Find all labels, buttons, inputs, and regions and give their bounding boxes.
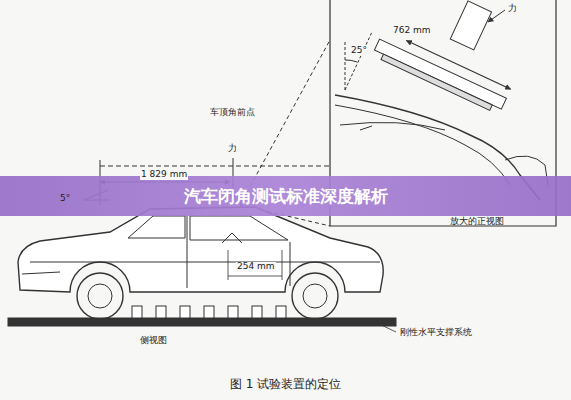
caption: 图 1 试验装置的定位	[0, 376, 571, 393]
angle-arc	[345, 60, 357, 62]
windshield-edge	[335, 105, 510, 185]
steering-wheel	[222, 233, 242, 243]
support-post	[204, 306, 214, 318]
dimension-line	[228, 250, 282, 280]
leader-line	[375, 322, 396, 332]
car-body	[18, 207, 383, 292]
support-post	[276, 306, 286, 318]
loading-plate	[372, 30, 511, 115]
support-post	[180, 306, 190, 318]
support-platform	[8, 318, 396, 326]
support-post	[156, 306, 166, 318]
mirror	[340, 122, 445, 130]
support-post	[228, 306, 238, 318]
hub	[88, 284, 112, 308]
force-ram	[450, 1, 491, 50]
angle-label: 5°	[60, 194, 70, 204]
force-arrow	[488, 10, 505, 22]
title: 汽车闭角测试标准深度解析	[0, 176, 571, 216]
wheel	[77, 273, 123, 319]
support-posts	[132, 306, 286, 318]
dimension-label: 1 829 mm	[140, 170, 188, 180]
part-label: 刚性水平支撑系统	[400, 328, 472, 338]
dimension-label: 254 mm	[236, 262, 276, 272]
dimension-label: 762 mm	[392, 26, 432, 36]
reference-line	[100, 166, 330, 167]
view-label: 放大的正视图	[450, 217, 504, 227]
angle-line	[345, 32, 372, 90]
view-label: 侧视图	[140, 336, 167, 346]
caption-text: 图 1 试验装置的定位	[230, 377, 341, 391]
force-label: 力	[508, 4, 517, 14]
car-window	[128, 216, 288, 240]
door-line	[22, 216, 380, 288]
wheel	[292, 273, 338, 319]
hub	[303, 284, 327, 308]
point-label: 车顶角前点	[210, 108, 255, 118]
support-post	[132, 306, 142, 318]
force-label: 力	[228, 144, 237, 154]
title-band: 汽车闭角测试标准深度解析	[0, 176, 571, 216]
angle-label: 25°	[350, 46, 368, 56]
support-post	[252, 306, 262, 318]
